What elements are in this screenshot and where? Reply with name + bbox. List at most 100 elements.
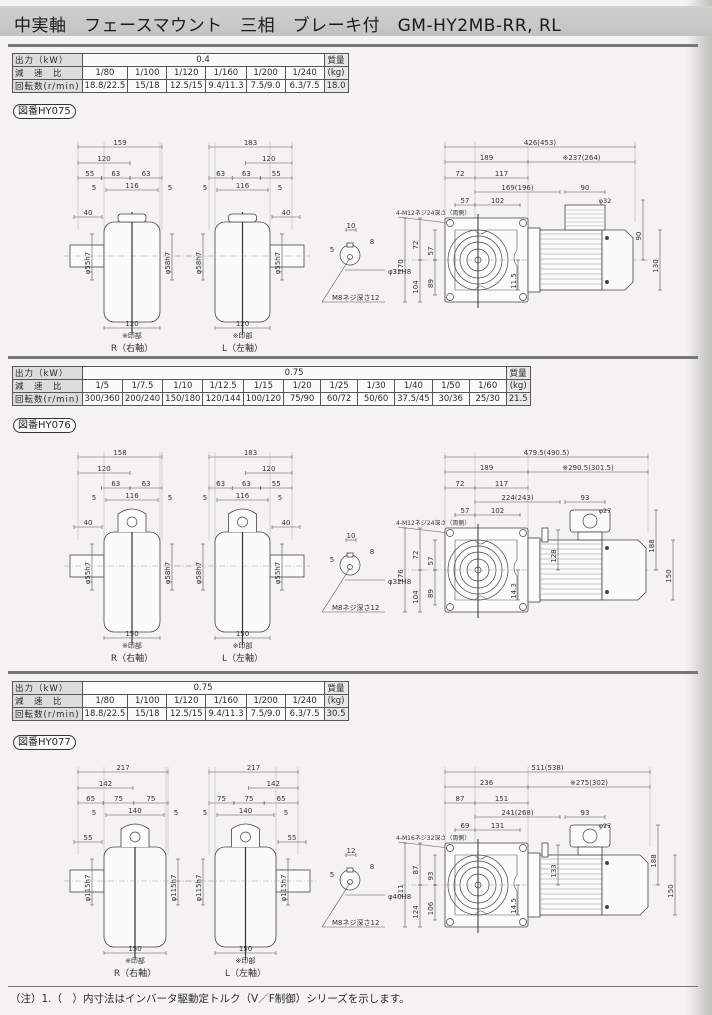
mounting-hole <box>446 844 454 852</box>
brake-rectifier <box>564 204 606 231</box>
flange-height-label: 128 <box>550 549 558 562</box>
diameter-label: φ55h7 <box>274 562 282 584</box>
dimension-label: 69 <box>461 822 470 830</box>
speed-label: 回転数(r/min) <box>12 707 83 721</box>
brake-fan-cover <box>601 854 649 916</box>
motor-length-label: ※275(302) <box>570 779 608 787</box>
marked-part-label: ※印部 <box>125 956 145 965</box>
mass-header: 質量 <box>323 53 349 67</box>
segment-label: 65 <box>86 795 95 803</box>
overall-length-label: 426(453) <box>524 139 556 147</box>
shaft-bore <box>339 869 361 891</box>
tap-label: M8ネジ深さ12 <box>332 918 379 927</box>
bottom-width-label: 120 <box>236 320 249 328</box>
shaft-length-label: 40 <box>84 519 93 527</box>
diameter-label: φ55h7 <box>84 252 92 274</box>
dimension-label: 72 <box>412 551 420 560</box>
view-caption: R（右軸） <box>111 652 153 664</box>
key-depth-label: 5 <box>330 246 334 254</box>
mass-value: 30.5 <box>323 707 349 721</box>
inner-width-label: 116 <box>125 182 139 190</box>
gearbox-outline <box>454 229 518 291</box>
dimension-label: 57 <box>427 247 435 256</box>
view-caption: L（左軸） <box>225 967 266 979</box>
ratio-label: 減 速 比 <box>12 66 83 80</box>
dimension-label: 57 <box>427 557 435 566</box>
dimension-label: 90 <box>581 184 590 192</box>
mounting-tap-note: 4-M16ネジ32深さ（両側） <box>396 834 470 842</box>
dimension-label: 90 <box>635 232 643 241</box>
bore-diameter-label: φ32H8 <box>388 268 411 276</box>
conduit-hole <box>582 828 598 844</box>
key-height-label: 8 <box>370 548 374 556</box>
leader-line <box>321 567 351 613</box>
speed-cell: 9.4/11.3 <box>205 79 247 93</box>
conduit-diameter-label: φ32 <box>599 197 612 205</box>
overall-length-label: 217 <box>247 764 260 772</box>
motor-flange <box>527 227 541 293</box>
flange-lug <box>541 842 549 858</box>
bottom-width-label: 150 <box>128 945 141 953</box>
partial-length-label: 142 <box>99 780 112 788</box>
page-title: 中実軸 フェースマウント 三相 ブレーキ付 GM-HY2MB-RR, RL <box>14 16 562 36</box>
shaft-length-label: 40 <box>84 209 93 217</box>
dimension-label: 150 <box>667 884 675 897</box>
segment-label: 63 <box>142 170 151 178</box>
mounting-hole <box>519 918 527 926</box>
mounting-hole <box>519 844 527 852</box>
bracket-hole <box>240 831 251 843</box>
segment-label: 63 <box>111 480 120 488</box>
mounting-hole <box>519 293 527 301</box>
shaft-bore <box>339 244 361 266</box>
segment-label: 75 <box>217 795 226 803</box>
speed-cell: 9.4/11.3 <box>205 707 247 721</box>
speed-cell: 7.5/9.0 <box>245 79 286 93</box>
diameter-label: φ115h7 <box>195 875 203 902</box>
speed-cell: 6.3/7.5 <box>284 79 325 93</box>
key-depth-label: 5 <box>330 556 334 564</box>
bottom-width-label: 150 <box>236 630 249 638</box>
dimension-label: 57 <box>461 197 470 205</box>
shaft-length-label: 55 <box>84 834 93 842</box>
marked-part-label: ※印部 <box>233 641 253 650</box>
offset-label: 14.5 <box>510 898 518 914</box>
torque-arm-bracket <box>231 823 260 847</box>
segment-label: 55 <box>272 170 281 178</box>
overall-length-label: 511(538) <box>531 764 563 772</box>
inner-width-label: 140 <box>239 807 252 815</box>
gap-label: 5 <box>92 494 96 502</box>
segment-label: 63 <box>111 170 120 178</box>
overall-length-label: 158 <box>113 449 126 457</box>
dimension-label: 130 <box>652 259 660 272</box>
speed-cell: 100/120 <box>242 392 285 406</box>
segment-label: 75 <box>245 795 254 803</box>
dimension-label: 57 <box>461 507 470 515</box>
gap-label: 5 <box>174 809 178 817</box>
mounting-hole <box>446 529 454 537</box>
dimension-label: 224(243) <box>501 494 533 502</box>
keyway <box>346 552 354 558</box>
key-height-label: 8 <box>370 863 374 871</box>
dimension-label: 102 <box>491 507 504 515</box>
key-width-label: 10 <box>347 222 356 230</box>
screw <box>605 861 609 865</box>
segment-label: 63 <box>242 170 251 178</box>
inner-width-label: 116 <box>236 492 250 500</box>
dimension-label: 169(196) <box>501 184 533 192</box>
footnote-divider <box>8 986 698 987</box>
height-label: 176 <box>397 569 405 583</box>
segment-label: 63 <box>216 480 225 488</box>
output-label: 出力（kW） <box>12 366 83 380</box>
view-caption: L（左軸） <box>222 652 263 664</box>
housing-cap <box>228 213 257 223</box>
section-divider <box>8 356 698 359</box>
dimension-label: 131 <box>491 822 504 830</box>
